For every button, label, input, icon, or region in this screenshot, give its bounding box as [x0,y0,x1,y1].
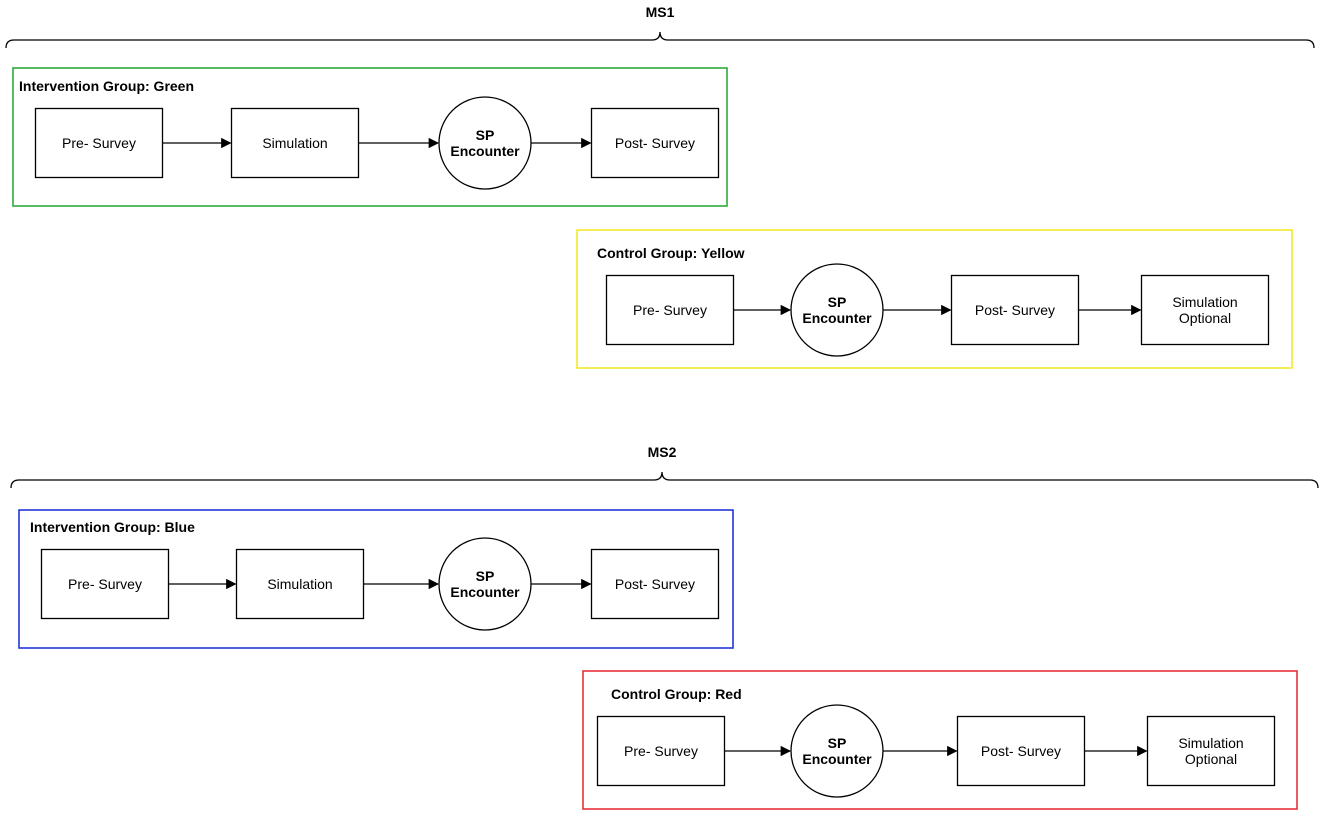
section-brace [10,471,1319,489]
node-label: Post- Survey [615,576,695,592]
step-node: Post- Survey [590,107,720,179]
node-label: Encounter [450,143,520,159]
step-node: Post- Survey [950,274,1080,346]
node-label: Simulation [1172,294,1237,310]
section-brace [5,31,1315,49]
node-label: Simulation [1178,735,1243,751]
node-rect [596,715,726,787]
step-node: Simulation [235,548,365,620]
node-rect [605,274,735,346]
group-border [576,229,1293,369]
node-circle [438,96,532,190]
node-rect [950,274,1080,346]
group-title: Control Group: Yellow [597,245,745,261]
node-rect [590,548,720,620]
node-rect [1146,715,1276,787]
node-label: Optional [1179,310,1231,326]
node-circle [790,704,884,798]
node-circle [790,263,884,357]
node-label: SP [476,568,495,584]
step-node: Pre- Survey [605,274,735,346]
group-border [18,509,734,649]
node-label: SP [828,735,847,751]
node-rect [40,548,170,620]
section-label: MS1 [646,4,675,20]
node-circle [438,537,532,631]
step-node: Pre- Survey [40,548,170,620]
node-rect [956,715,1086,787]
node-label: Simulation [267,576,332,592]
step-node: Pre- Survey [596,715,726,787]
group-border [12,67,728,207]
group-title: Intervention Group: Blue [30,519,195,535]
node-label: Simulation [262,135,327,151]
section-label: MS2 [648,444,677,460]
node-label: Post- Survey [615,135,695,151]
step-node: Simulation [230,107,360,179]
node-rect [34,107,164,179]
node-label: SP [476,127,495,143]
node-rect [1140,274,1270,346]
group-border [582,670,1298,810]
node-label: Post- Survey [975,302,1055,318]
node-label: Post- Survey [981,743,1061,759]
node-label: Pre- Survey [62,135,136,151]
node-label: Pre- Survey [633,302,707,318]
step-node: Post- Survey [956,715,1086,787]
node-label: Pre- Survey [68,576,142,592]
group-title: Intervention Group: Green [19,78,194,94]
node-rect [235,548,365,620]
group-title: Control Group: Red [611,686,742,702]
node-label: Pre- Survey [624,743,698,759]
node-label: Optional [1185,751,1237,767]
node-label: Encounter [802,751,872,767]
node-label: Encounter [802,310,872,326]
node-rect [230,107,360,179]
step-node: Post- Survey [590,548,720,620]
node-label: SP [828,294,847,310]
step-node: Pre- Survey [34,107,164,179]
node-label: Encounter [450,584,520,600]
node-rect [590,107,720,179]
